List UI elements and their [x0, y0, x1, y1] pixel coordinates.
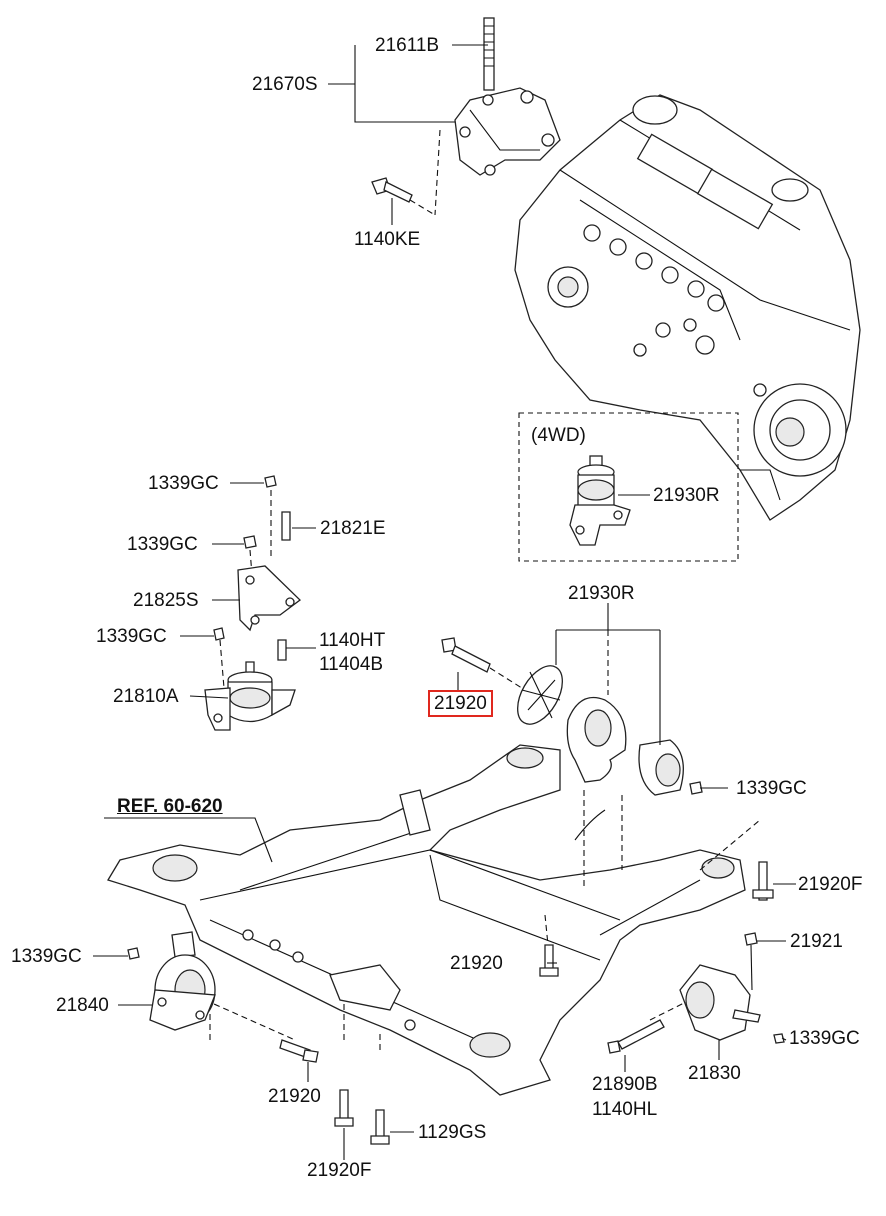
label-21611B: 21611B — [375, 35, 440, 56]
mount-21930R-assembly — [441, 637, 703, 796]
label-21920F-right: 21920F — [798, 874, 863, 895]
4wd-box — [518, 412, 739, 562]
label-1339GC-3: 1339GC — [96, 626, 167, 647]
label-21840: 21840 — [56, 995, 109, 1016]
label-1339GC-5: 1339GC — [11, 946, 82, 967]
subframe-illustration — [107, 630, 761, 1096]
label-11404B: 11404B — [319, 654, 384, 675]
label-1140HL: 1140HL — [592, 1099, 658, 1120]
mount-21930R-4wd — [569, 455, 631, 546]
label-21920-center: 21920 — [450, 953, 503, 974]
label-21810A: 21810A — [113, 686, 179, 707]
label-21920F-bottom: 21920F — [307, 1160, 372, 1181]
label-21830: 21830 — [688, 1063, 741, 1084]
label-1140HT: 1140HT — [319, 630, 386, 651]
label-21825S: 21825S — [133, 590, 199, 611]
mount-21840 — [127, 931, 216, 1031]
label-1129GS: 1129GS — [418, 1122, 487, 1143]
label-21930R: 21930R — [568, 583, 635, 604]
bolts — [279, 861, 774, 1145]
mount-21830 — [607, 932, 785, 1054]
label-21890B: 21890B — [592, 1074, 658, 1095]
label-21920-highlighted: 21920 — [428, 690, 493, 717]
label-21920-bottom: 21920 — [268, 1086, 321, 1107]
engine-block-illustration — [514, 94, 861, 521]
label-4wd: (4WD) — [531, 425, 586, 446]
label-1339GC-1: 1339GC — [148, 473, 219, 494]
bracket-21670S — [371, 17, 561, 216]
label-21921: 21921 — [790, 931, 843, 952]
label-ref-60-620: REF. 60-620 — [117, 796, 223, 817]
label-1339GC-4: 1339GC — [736, 778, 807, 799]
label-1339GC-6: 1339GC — [789, 1028, 860, 1049]
leader-lines — [93, 44, 796, 1160]
label-1140KE: 1140KE — [354, 229, 421, 250]
label-1339GC-2: 1339GC — [127, 534, 198, 555]
label-21670S: 21670S — [252, 74, 318, 95]
label-21821E: 21821E — [320, 518, 386, 539]
mount-21810A-assembly — [204, 475, 301, 731]
label-21930R-4wd: 21930R — [653, 485, 720, 506]
